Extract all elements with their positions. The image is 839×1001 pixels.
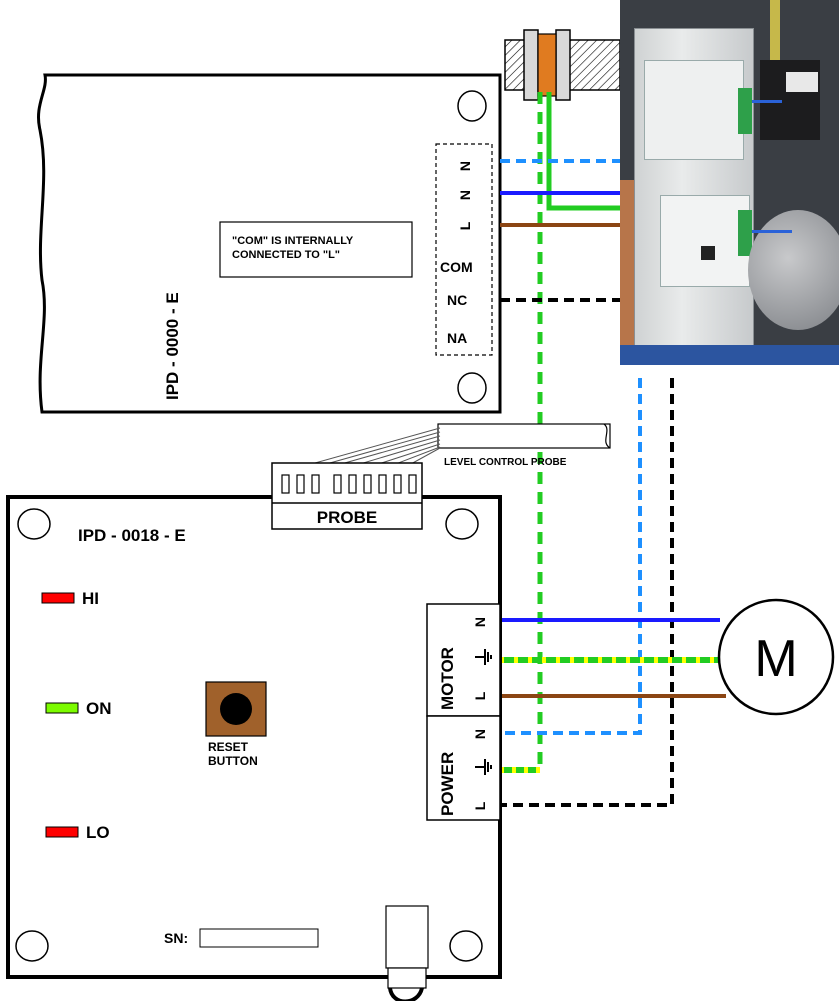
- probe-cable-body: [437, 423, 611, 449]
- photo-terminal-block: [738, 210, 752, 256]
- led-hi: [41, 592, 75, 604]
- wiring: [498, 92, 726, 807]
- controller-outline: [6, 495, 502, 979]
- mount-hole: [17, 508, 51, 540]
- serial-label: SN:: [164, 930, 188, 946]
- relay-terminal-block: [435, 143, 493, 356]
- gland-sleeve: [537, 33, 557, 97]
- photo-motor: [748, 210, 839, 330]
- level-control-probe: LEVEL CONTROL PROBE: [289, 423, 611, 471]
- cable-gland: [504, 29, 621, 101]
- probe-header-label: PROBE: [317, 508, 377, 527]
- mount-hole: [15, 930, 49, 962]
- bottom-connector-plug: [387, 967, 427, 989]
- photo-floor: [620, 345, 839, 365]
- relay-terminal-l: L: [457, 221, 473, 230]
- power-terminal-block: [426, 715, 501, 821]
- motor-terminal-l: L: [472, 691, 488, 700]
- mount-hole: [457, 372, 487, 404]
- motor-circle: [717, 598, 835, 716]
- installation-photo: [620, 0, 839, 365]
- mount-hole: [457, 90, 487, 122]
- relay-terminal-com: COM: [440, 259, 473, 275]
- probe-pins: [281, 474, 417, 494]
- power-terminal-l: L: [472, 801, 488, 810]
- photo-wood-panel: [620, 180, 634, 365]
- relay-terminal-n1: N: [457, 161, 473, 171]
- bottom-connector: [385, 905, 429, 969]
- photo-controller-board: [660, 195, 750, 287]
- probe-cable-label: LEVEL CONTROL PROBE: [444, 457, 567, 468]
- bottom-connector-loop: [388, 987, 424, 1001]
- relay-module: IPD - 0000 - E "COM" IS INTERNALLY CONNE…: [37, 73, 502, 414]
- photo-chip: [701, 246, 715, 260]
- gland-nut: [555, 29, 571, 101]
- relay-note-box: [219, 221, 413, 278]
- relay-module-model: IPD - 0000 - E: [163, 292, 182, 400]
- power-terminal-n: N: [472, 729, 488, 739]
- probe-wires: [289, 427, 441, 471]
- reset-label-line1: RESET: [208, 740, 249, 754]
- photo-blue-wire: [752, 100, 782, 103]
- controller-model: IPD - 0018 - E: [78, 526, 186, 545]
- gland-nut: [523, 29, 539, 101]
- probe-header: [271, 462, 423, 530]
- led-lo: [45, 826, 79, 838]
- photo-yellow-pipe: [770, 0, 780, 70]
- reset-button[interactable]: [205, 681, 267, 737]
- power-block-title: POWER: [438, 752, 457, 816]
- relay-note-line2: CONNECTED TO "L": [232, 249, 340, 261]
- reset-label-line2: BUTTON: [208, 754, 258, 768]
- mount-hole: [449, 930, 483, 962]
- motor-block-title: MOTOR: [438, 647, 457, 710]
- motor-letter: M: [754, 630, 797, 688]
- controller-board: IPD - 0018 - E PROBE HI ON LO RESET BUTT…: [6, 462, 502, 1001]
- relay-note-line1: "COM" IS INTERNALLY: [232, 235, 354, 247]
- photo-label-tag: [786, 72, 818, 92]
- neutral-wire-dashed: [498, 378, 642, 735]
- earth-icon: [475, 649, 492, 665]
- led-lo-label: LO: [86, 823, 110, 842]
- reset-button-cap[interactable]: [220, 693, 252, 725]
- earth-icon: [475, 759, 492, 775]
- reset-button-body[interactable]: [205, 681, 267, 737]
- earth-wire-solid: [546, 92, 620, 211]
- photo-blue-wire: [752, 230, 792, 233]
- serial-field: [199, 928, 319, 948]
- photo-relay-board: [644, 60, 744, 160]
- relay-terminal-nc: NC: [447, 292, 467, 308]
- mount-hole: [445, 508, 479, 540]
- relay-terminal-n2: N: [457, 190, 473, 200]
- motor-symbol: M: [717, 598, 835, 716]
- probe-cable-end: [603, 423, 611, 449]
- photo-terminal-block: [738, 88, 752, 134]
- motor-terminal-n: N: [472, 617, 488, 627]
- relay-terminal-na: NA: [447, 330, 467, 346]
- led-on: [45, 702, 79, 714]
- led-on-label: ON: [86, 699, 112, 718]
- led-hi-label: HI: [82, 589, 99, 608]
